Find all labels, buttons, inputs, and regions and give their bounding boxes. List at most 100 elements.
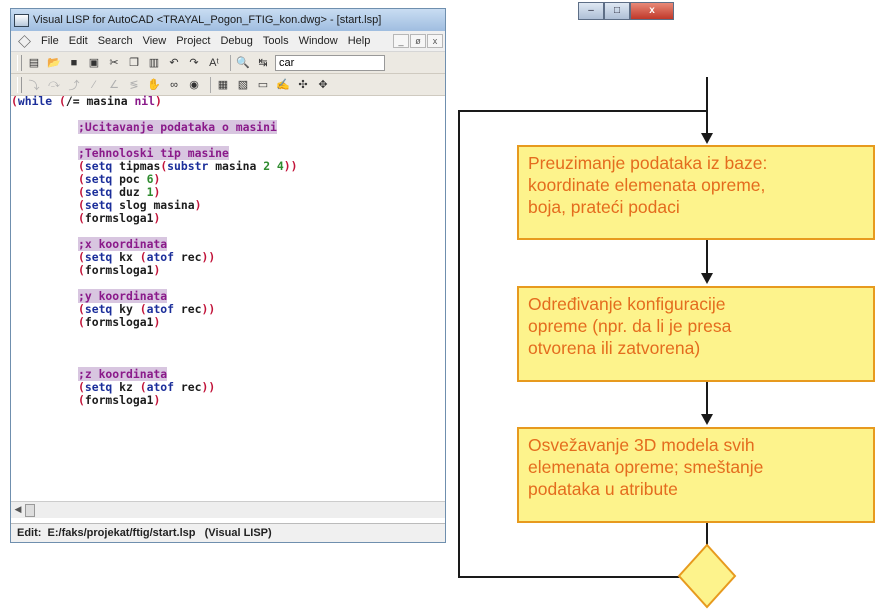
close-button[interactable]: x <box>630 2 674 20</box>
redo-icon[interactable]: ↷ <box>189 57 199 69</box>
quit-icon[interactable]: ∠ <box>109 79 119 91</box>
breakpoint-icon[interactable]: ✋ <box>147 79 161 91</box>
minimize-button[interactable]: – <box>578 2 604 20</box>
code-line[interactable] <box>11 225 445 238</box>
menu-window[interactable]: Window <box>298 35 338 47</box>
open-folder-icon[interactable]: 📂 <box>47 57 61 69</box>
code-token: setq <box>84 250 120 264</box>
step-over-icon[interactable]: ⤼ <box>48 78 60 90</box>
undo-icon[interactable]: ↶ <box>169 57 179 69</box>
code-token: ( <box>59 95 66 108</box>
doc-close-button[interactable]: x <box>427 34 443 48</box>
code-line[interactable]: ;Tehnoloski tip masine <box>11 146 445 160</box>
code-line[interactable]: ;y koordinata <box>11 289 445 303</box>
code-token: atof <box>146 380 181 394</box>
menu-edit[interactable]: Edit <box>68 35 88 47</box>
app-icon <box>14 13 29 27</box>
menu-debug[interactable]: Debug <box>220 35 253 47</box>
scroll-left-icon[interactable]: ◀ <box>14 504 22 514</box>
flowchart-step-1: Preuzimanje podataka iz baze: koordinate… <box>517 145 875 240</box>
new-file-icon[interactable]: ▤ <box>28 57 40 69</box>
watch-icon[interactable]: ∞ <box>170 78 178 91</box>
code-editor[interactable]: (while (/= masina nil) ;Ucitavanje podata… <box>11 95 445 499</box>
code-token: formsloga1 <box>84 211 154 225</box>
code-line[interactable] <box>11 355 445 368</box>
complete-word-icon[interactable]: Aᵗ <box>209 56 219 69</box>
search-input[interactable] <box>275 54 385 71</box>
code-line[interactable] <box>11 342 445 355</box>
menu-file[interactable]: File <box>41 35 59 47</box>
step-3-line-1: Osvežavanje 3D modela svih <box>528 435 755 455</box>
step-into-icon[interactable]: ⤵ <box>28 79 40 92</box>
connector-1-2 <box>706 240 708 275</box>
code-line[interactable]: (setq duz 1) <box>11 186 445 199</box>
doc-minimize-button[interactable]: _ <box>393 34 409 48</box>
print-icon[interactable]: ▣ <box>88 57 100 69</box>
code-line[interactable]: ;x koordinata <box>11 237 445 251</box>
replace-icon[interactable]: ↹ <box>258 57 268 69</box>
maximize-button[interactable]: □ <box>604 2 630 20</box>
step-1-line-1: Preuzimanje podataka iz baze: <box>528 153 768 173</box>
code-line[interactable]: (setq kz (atof rec)) <box>11 381 445 394</box>
menu-help[interactable]: Help <box>347 35 371 47</box>
code-token: atof <box>146 250 181 264</box>
code-token: )) <box>201 250 216 264</box>
code-line[interactable] <box>11 277 445 290</box>
doc-restore-button[interactable]: ø <box>410 34 426 48</box>
code-comment: ;x koordinata <box>78 237 168 251</box>
document-icon[interactable] <box>18 34 31 48</box>
menu-project[interactable]: Project <box>176 35 211 47</box>
inspect-icon[interactable]: ✣ <box>298 79 308 91</box>
horizontal-scrollbar[interactable]: ◀ <box>11 501 445 518</box>
code-line[interactable]: (setq poc 6) <box>11 173 445 186</box>
code-line[interactable] <box>11 329 445 342</box>
code-line[interactable]: (setq tipmas(substr masina 2 4)) <box>11 160 445 173</box>
code-line[interactable]: (while (/= masina nil) <box>11 95 445 108</box>
code-token: ) <box>155 95 162 108</box>
flowchart-step-3: Osvežavanje 3D modela svih elemenata opr… <box>517 427 875 523</box>
save-icon[interactable]: ■ <box>70 56 78 69</box>
code-line[interactable]: (setq kx (atof rec)) <box>11 251 445 264</box>
code-line[interactable]: ;z koordinata <box>11 367 445 381</box>
code-line[interactable]: (setq ky (atof rec)) <box>11 303 445 316</box>
menu-view[interactable]: View <box>142 35 167 47</box>
connector-2-3 <box>706 382 708 416</box>
code-token: ( <box>78 263 85 277</box>
code-token: ) <box>153 172 161 186</box>
code-token: duz <box>119 185 147 199</box>
symbol-icon[interactable]: ✥ <box>318 79 328 91</box>
code-token: nil <box>134 95 156 108</box>
paste-icon[interactable]: ▥ <box>148 57 160 69</box>
menu-search[interactable]: Search <box>97 35 133 47</box>
load-window-icon[interactable]: ▧ <box>237 79 249 91</box>
cut-icon[interactable]: ✂ <box>109 57 119 69</box>
copy-icon[interactable]: ❐ <box>129 57 139 69</box>
code-line[interactable]: (formsloga1) <box>11 316 445 329</box>
code-token: masina <box>215 159 264 173</box>
toolbar-grip[interactable] <box>17 54 22 71</box>
check-text-icon[interactable]: ▭ <box>257 79 269 91</box>
step-2-line-2: opreme (npr. da li je presa <box>528 316 732 336</box>
title-bar[interactable]: Visual LISP for AutoCAD <TRAYAL_Pogon_FT… <box>11 9 445 31</box>
connector-entry <box>706 77 708 135</box>
step-out-icon[interactable]: ⤴ <box>68 79 80 92</box>
code-token: ( <box>139 250 147 264</box>
toolbar-grip[interactable] <box>17 76 22 93</box>
menu-tools[interactable]: Tools <box>262 35 289 47</box>
scroll-thumb[interactable] <box>25 504 35 517</box>
continue-icon[interactable]: ⁄ <box>93 78 95 91</box>
find-icon[interactable]: 🔍 <box>236 57 250 69</box>
code-line[interactable]: ;Ucitavanje podataka o masini <box>11 120 445 134</box>
code-line[interactable]: (formsloga1) <box>11 394 445 407</box>
last-break-icon[interactable]: ◉ <box>189 79 199 91</box>
activate-autocad-icon[interactable]: ▦ <box>217 79 229 91</box>
reset-icon[interactable]: ≶ <box>129 79 139 91</box>
format-icon[interactable]: ✍ <box>276 79 290 91</box>
arrow-to-step-1 <box>701 133 713 144</box>
flowchart-step-2: Određivanje konfiguracije opreme (npr. d… <box>517 286 875 382</box>
code-line[interactable]: (formsloga1) <box>11 264 445 277</box>
code-token: setq <box>84 159 120 173</box>
code-line[interactable]: (setq slog masina) <box>11 199 445 212</box>
code-line[interactable]: (formsloga1) <box>11 212 445 225</box>
toolbar-separator <box>210 76 211 93</box>
